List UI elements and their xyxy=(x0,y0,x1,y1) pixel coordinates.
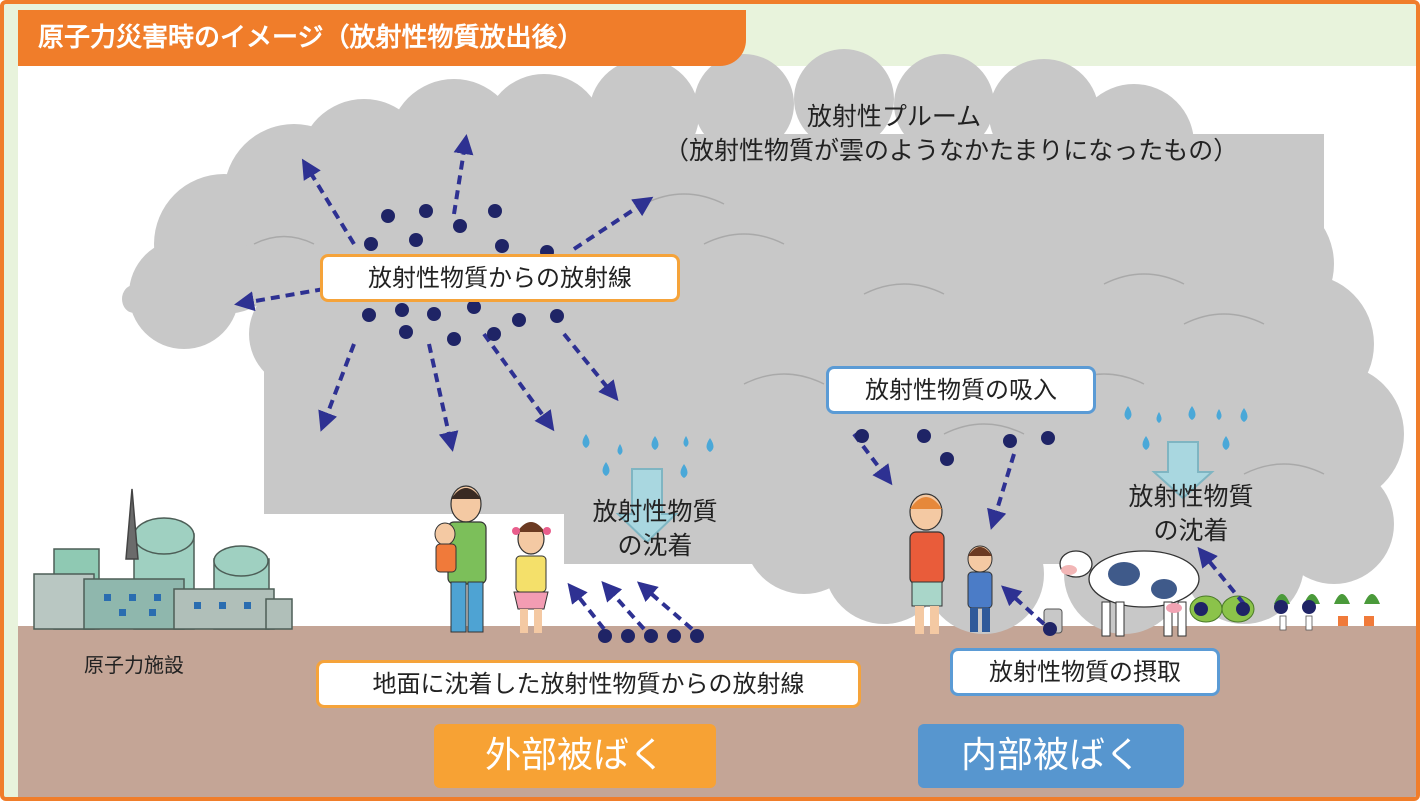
inhalation-label: 放射性物質の吸入 xyxy=(826,366,1096,414)
facility-label: 原子力施設 xyxy=(84,653,184,677)
deposition-label-left: 放射性物質 の沈着 xyxy=(580,495,730,563)
deposition-arrow-left xyxy=(615,468,679,544)
diagram-title: 原子力災害時のイメージ（放射性物質放出後） xyxy=(18,10,746,66)
deposition-label-left-line2: の沈着 xyxy=(617,530,693,560)
nuclear-facility-illustration xyxy=(33,488,293,630)
radiation-from-material-label: 放射性物質からの放射線 xyxy=(320,254,680,302)
deposition-label-right-line2: の沈着 xyxy=(1153,515,1229,545)
plume-label: 放射性プルーム （放射性物質が雲のようなかたまりになったもの） xyxy=(664,100,1239,168)
family-group-illustration xyxy=(434,485,551,633)
ingestion-label: 放射性物質の摂取 xyxy=(950,648,1220,696)
deposition-label-right-line1: 放射性物質 xyxy=(1128,482,1254,511)
ground-radiation-label: 地面に沈着した放射性物質からの放射線 xyxy=(316,660,861,708)
internal-exposure-badge: 内部被ばく xyxy=(918,724,1184,788)
plume-label-line1: 放射性プルーム xyxy=(806,102,982,131)
external-exposure-badge: 外部被ばく xyxy=(434,724,716,788)
deposition-arrow-right xyxy=(1151,441,1215,500)
plume-label-line2: （放射性物質が雲のようなかたまりになったもの） xyxy=(664,135,1239,165)
deposition-label-right: 放射性物質 の沈着 xyxy=(1116,480,1266,548)
radiation-arrows xyxy=(234,134,1246,631)
mother-child-illustration xyxy=(909,493,993,634)
deposition-label-left-line1: 放射性物質 xyxy=(592,497,718,526)
cow-illustration xyxy=(1059,550,1200,637)
radioactive-particles xyxy=(362,204,1316,643)
raindrops xyxy=(582,406,1248,478)
